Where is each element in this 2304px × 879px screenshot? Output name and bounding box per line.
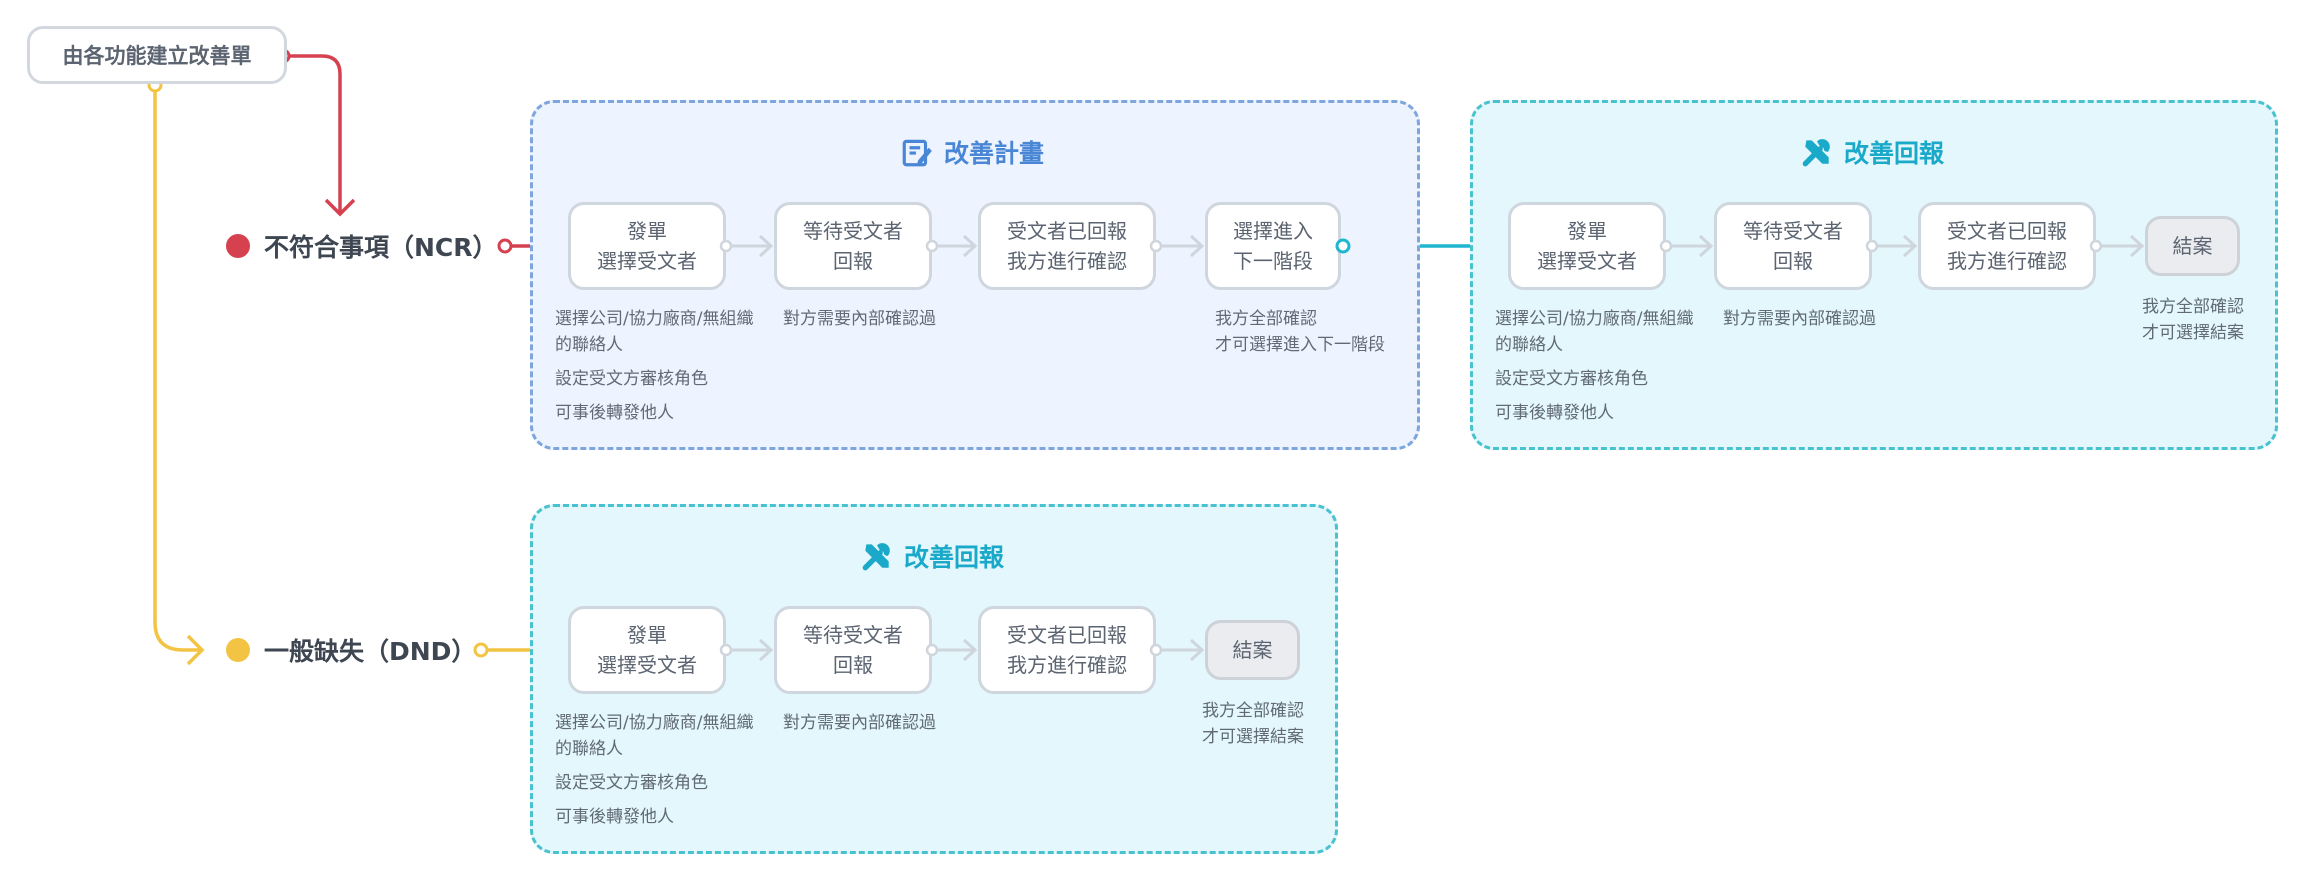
ncr-plan-note-wait: 對方需要內部確認過 (783, 309, 936, 329)
panel-ncr-plan-title: 改善計畫 (900, 134, 1044, 170)
clipboard-edit-icon (902, 139, 932, 167)
ncr-plan-step-next: 選擇進入 下一階段 (1205, 202, 1341, 290)
ncr-plan-step-wait: 等待受文者 回報 (774, 202, 932, 290)
ncr-plan-note-next: 我方全部確認 才可選擇進入下一階段 (1215, 309, 1385, 355)
ncr-plan-step-issue: 發單 選擇受文者 (568, 202, 726, 290)
dnd-reply-note-wait: 對方需要內部確認過 (783, 713, 936, 733)
tools-icon (862, 543, 890, 571)
panel-ncr-reply-title: 改善回報 (1800, 134, 1944, 170)
branch-ncr: 不符合事項（NCR） (226, 228, 498, 264)
dnd-reply-note-close: 我方全部確認 才可選擇結案 (1202, 701, 1304, 747)
dnd-reply-step-close: 結案 (1205, 620, 1300, 680)
ncr-plan-note-issue: 選擇公司/協力廠商/無組織 的聯絡人 設定受文方審核角色 可事後轉發他人 (555, 309, 754, 423)
dnd-dot (226, 638, 250, 662)
dnd-reply-step-wait: 等待受文者 回報 (774, 606, 932, 694)
tools-icon (1802, 139, 1830, 167)
ncr-reply-step-confirm: 受文者已回報 我方進行確認 (1918, 202, 2096, 290)
start-label: 由各功能建立改善單 (62, 44, 252, 68)
start-node: 由各功能建立改善單 (27, 26, 287, 84)
ncr-reply-note-close: 我方全部確認 才可選擇結案 (2142, 297, 2244, 343)
ncr-plan-step-confirm: 受文者已回報 我方進行確認 (978, 202, 1156, 290)
dnd-reply-step-issue: 發單 選擇受文者 (568, 606, 726, 694)
branch-dnd-label: 一般缺失（DND） (264, 637, 477, 666)
branch-dnd: 一般缺失（DND） (226, 632, 476, 668)
dnd-reply-note-issue: 選擇公司/協力廠商/無組織 的聯絡人 設定受文方審核角色 可事後轉發他人 (555, 713, 754, 827)
panel-dnd-reply-title: 改善回報 (860, 538, 1004, 574)
dnd-branch-arrowhead (186, 634, 205, 666)
ncr-reply-step-close: 結案 (2145, 216, 2240, 276)
ncr-reply-note-wait: 對方需要內部確認過 (1723, 309, 1876, 329)
ncr-branch-line (285, 54, 342, 212)
ncr-reply-note-issue: 選擇公司/協力廠商/無組織 的聯絡人 設定受文方審核角色 可事後轉發他人 (1495, 309, 1694, 423)
dnd-branch-line (153, 85, 200, 652)
ncr-dot (226, 234, 250, 258)
branch-ncr-label: 不符合事項（NCR） (264, 233, 498, 262)
ncr-branch-arrowhead (324, 198, 356, 217)
